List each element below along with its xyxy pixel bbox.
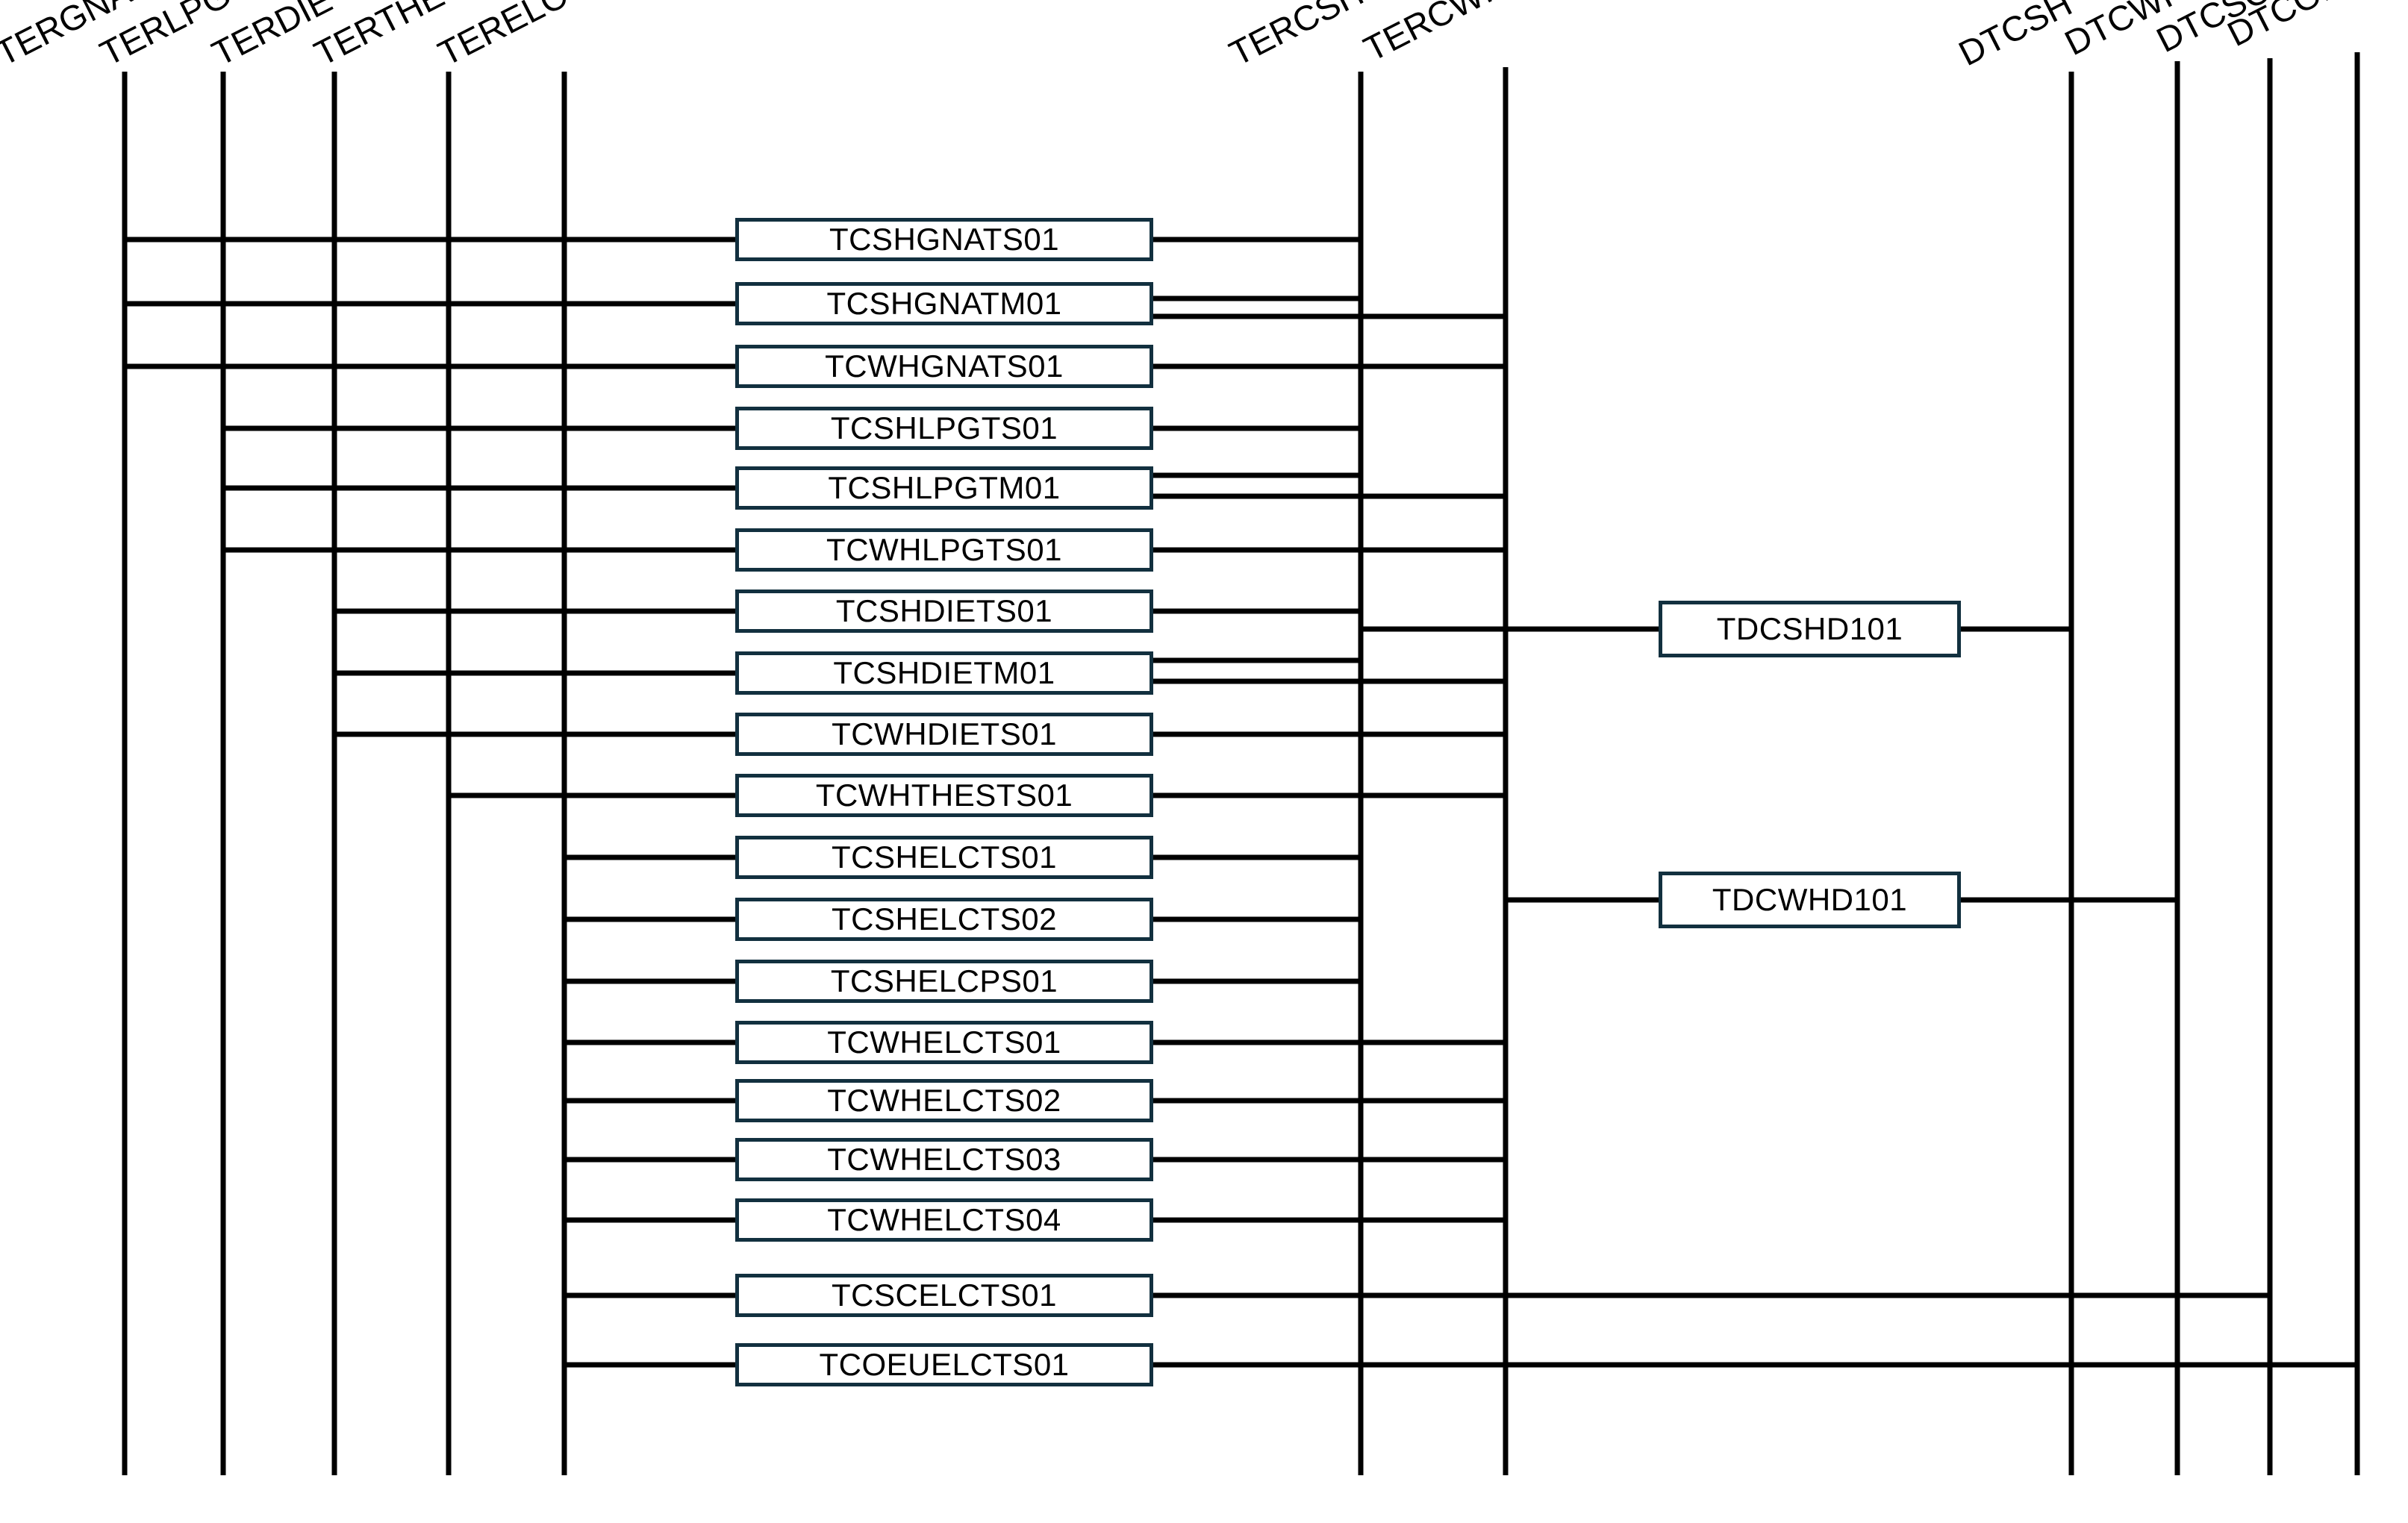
node-tcshelcts01[interactable]: TCSHELCTS01 bbox=[735, 836, 1153, 879]
node-label: TCWHELCTS03 bbox=[827, 1142, 1061, 1177]
node-label: TCWHELCTS02 bbox=[827, 1083, 1061, 1118]
node-tcshelcts02[interactable]: TCSHELCTS02 bbox=[735, 898, 1153, 941]
node-tdcshd101[interactable]: TDCSHD101 bbox=[1659, 601, 1961, 657]
node-tdcwhd101[interactable]: TDCWHD101 bbox=[1659, 872, 1961, 928]
node-label: TCWHELCTS04 bbox=[827, 1202, 1061, 1237]
node-tcwhdiets01[interactable]: TCWHDIETS01 bbox=[735, 713, 1153, 756]
node-label: TCSHGNATS01 bbox=[829, 222, 1060, 257]
node-tcwhlpgts01[interactable]: TCWHLPGTS01 bbox=[735, 528, 1153, 572]
node-tcwhelcts04[interactable]: TCWHELCTS04 bbox=[735, 1198, 1153, 1242]
node-label: TCWHGNATS01 bbox=[825, 348, 1064, 384]
node-tcoeuelcts01[interactable]: TCOEUELCTS01 bbox=[735, 1343, 1153, 1386]
node-tcshdietm01[interactable]: TCSHDIETM01 bbox=[735, 651, 1153, 695]
node-tcwhthests01[interactable]: TCWHTHESTS01 bbox=[735, 774, 1153, 817]
node-tcshelcps01[interactable]: TCSHELCPS01 bbox=[735, 960, 1153, 1003]
node-tcshlpgts01[interactable]: TCSHLPGTS01 bbox=[735, 407, 1153, 450]
node-label: TCSHGNATM01 bbox=[826, 286, 1062, 321]
node-label: TDCSHD101 bbox=[1716, 611, 1903, 646]
node-label: TCOEUELCTS01 bbox=[819, 1347, 1070, 1382]
node-label: TCSHELCTS02 bbox=[832, 901, 1057, 936]
node-label: TCSCELCTS01 bbox=[832, 1277, 1057, 1313]
node-tcshdiets01[interactable]: TCSHDIETS01 bbox=[735, 590, 1153, 633]
lane-vertical-lines bbox=[122, 52, 2360, 1475]
node-tcshgnats01[interactable]: TCSHGNATS01 bbox=[735, 218, 1153, 261]
node-tcshlpgtm01[interactable]: TCSHLPGTM01 bbox=[735, 466, 1153, 510]
node-label: TCWHTHESTS01 bbox=[815, 778, 1073, 813]
node-label: TCSHELCPS01 bbox=[830, 963, 1058, 998]
node-label: TCSHELCTS01 bbox=[832, 839, 1057, 875]
node-tcwhelcts02[interactable]: TCWHELCTS02 bbox=[735, 1079, 1153, 1122]
node-tcshgnatm01[interactable]: TCSHGNATM01 bbox=[735, 282, 1153, 325]
node-label: TDCWHD101 bbox=[1712, 882, 1908, 917]
node-label: TCWHLPGTS01 bbox=[826, 532, 1062, 567]
node-label: TCWHELCTS01 bbox=[827, 1025, 1061, 1060]
node-label: TCWHDIETS01 bbox=[832, 716, 1057, 751]
node-tcwhgnats01[interactable]: TCWHGNATS01 bbox=[735, 345, 1153, 388]
node-tcscelcts01[interactable]: TCSCELCTS01 bbox=[735, 1274, 1153, 1317]
node-label: TCSHDIETS01 bbox=[835, 593, 1053, 628]
node-label: TCSHDIETM01 bbox=[833, 655, 1055, 690]
node-tcwhelcts03[interactable]: TCWHELCTS03 bbox=[735, 1138, 1153, 1181]
connector-lines bbox=[125, 237, 2357, 1368]
node-tcwhelcts01[interactable]: TCWHELCTS01 bbox=[735, 1021, 1153, 1064]
node-label: TCSHLPGTM01 bbox=[828, 470, 1061, 505]
node-label: TCSHLPGTS01 bbox=[830, 410, 1058, 445]
